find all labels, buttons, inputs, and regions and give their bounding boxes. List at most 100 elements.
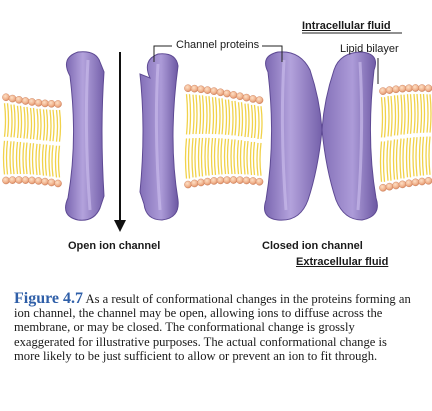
lipid-head <box>47 100 56 108</box>
lipid-tail <box>413 93 419 134</box>
lipid-tail <box>192 94 198 135</box>
lipid-tail <box>205 96 211 134</box>
lipid-tail <box>55 109 62 142</box>
lipid-tail <box>191 137 197 178</box>
open-channel-protein <box>65 51 179 221</box>
lipid-head <box>197 85 205 94</box>
lipid-tail <box>204 137 210 176</box>
lipid-head <box>223 176 231 184</box>
lipid-tail <box>237 102 244 137</box>
ion-flow-arrow <box>114 52 126 232</box>
lipid-head <box>184 84 192 93</box>
lipid-tail <box>217 138 223 175</box>
label-leader-lines <box>153 32 402 84</box>
lipid-head <box>249 177 257 185</box>
lipid-tail <box>244 103 250 138</box>
lipid-head <box>184 180 192 189</box>
lipid-head <box>47 178 56 187</box>
lipid-tail <box>426 94 432 133</box>
lipid-head <box>385 182 394 191</box>
lipid-head <box>385 86 394 94</box>
lipid-tail <box>54 145 61 178</box>
lipid-head <box>398 84 407 93</box>
lipid-head <box>28 176 36 185</box>
lipid-head <box>255 177 264 186</box>
lipid-tail <box>236 140 243 175</box>
lipid-tail <box>224 99 231 135</box>
lipid-head <box>15 176 23 184</box>
lipid-head <box>242 93 251 102</box>
extracellular-fluid-label: Extracellular fluid <box>296 256 389 268</box>
lipid-tail <box>22 142 28 175</box>
lipid-head <box>418 177 426 186</box>
lipid-tail <box>223 138 230 175</box>
channel-proteins-label: Channel proteins <box>176 39 260 51</box>
lipid-tail <box>405 137 412 178</box>
lipid-tail <box>185 94 192 135</box>
lipid-bilayer <box>2 84 432 192</box>
lipid-tail <box>400 94 406 135</box>
lipid-head <box>229 176 238 184</box>
lipid-head <box>405 179 413 188</box>
lipid-head <box>28 98 36 106</box>
lipid-head <box>424 84 432 93</box>
lipid-tail <box>392 139 399 180</box>
lipid-head <box>242 176 251 185</box>
lipid-head <box>197 178 205 187</box>
caption-text: As a result of conformational changes in… <box>14 292 411 363</box>
lipid-tail <box>211 97 218 135</box>
lipid-tail <box>250 104 257 139</box>
lipid-tail <box>49 109 55 142</box>
open-ion-channel-label: Open ion channel <box>68 240 161 252</box>
lipid-tail <box>418 136 425 176</box>
lipid-tail <box>48 145 54 177</box>
closed-ion-channel-label: Closed ion channel <box>262 240 363 252</box>
lipid-head <box>210 177 218 185</box>
lipid-tail <box>29 107 36 140</box>
lipid-head <box>229 91 238 99</box>
lipid-tail <box>9 141 15 175</box>
lipid-head <box>54 100 62 108</box>
lipid-head <box>190 84 199 93</box>
lipid-head <box>2 93 10 102</box>
lipid-tail <box>42 109 49 141</box>
lipid-head <box>411 178 420 187</box>
closed-channel-protein <box>264 51 378 221</box>
lipid-tail <box>15 141 22 175</box>
lipid-head <box>379 87 387 95</box>
lipid-tail <box>3 103 10 137</box>
lipid-head <box>392 85 400 94</box>
lipid-tail <box>399 138 405 179</box>
lipid-head <box>203 86 212 94</box>
intracellular-fluid-label: Intracellular fluid <box>302 20 391 32</box>
lipid-tail <box>257 106 263 140</box>
lipid-head <box>379 183 387 192</box>
lipid-head <box>249 95 257 103</box>
lipid-tail <box>249 141 256 176</box>
open-channel-left-subunit <box>65 51 105 221</box>
lipid-tail <box>380 97 387 138</box>
lipid-tail <box>243 140 249 175</box>
lipid-tail <box>28 143 35 175</box>
lipid-tail <box>210 137 217 175</box>
lipid-tail <box>16 105 23 138</box>
lipid-tail <box>10 104 16 138</box>
lipid-tail <box>41 144 48 176</box>
lipid-head <box>21 176 30 184</box>
lipid-head <box>418 84 426 92</box>
lipid-tail <box>2 140 9 175</box>
lipid-tail <box>36 108 42 140</box>
closed-channel-right-subunit <box>321 51 378 221</box>
lipid-tail <box>393 95 400 136</box>
lipid-head <box>8 94 17 103</box>
lipid-head <box>54 179 62 188</box>
lipid-tail <box>379 141 386 182</box>
lipid-head <box>398 180 407 189</box>
lipid-tail <box>230 139 236 175</box>
lipid-tail <box>35 143 41 176</box>
lipid-tail <box>387 96 393 137</box>
lipid-head <box>236 176 244 184</box>
lipid-head <box>41 177 49 186</box>
lipid-tail <box>197 137 204 177</box>
lipid-tail <box>425 136 431 175</box>
